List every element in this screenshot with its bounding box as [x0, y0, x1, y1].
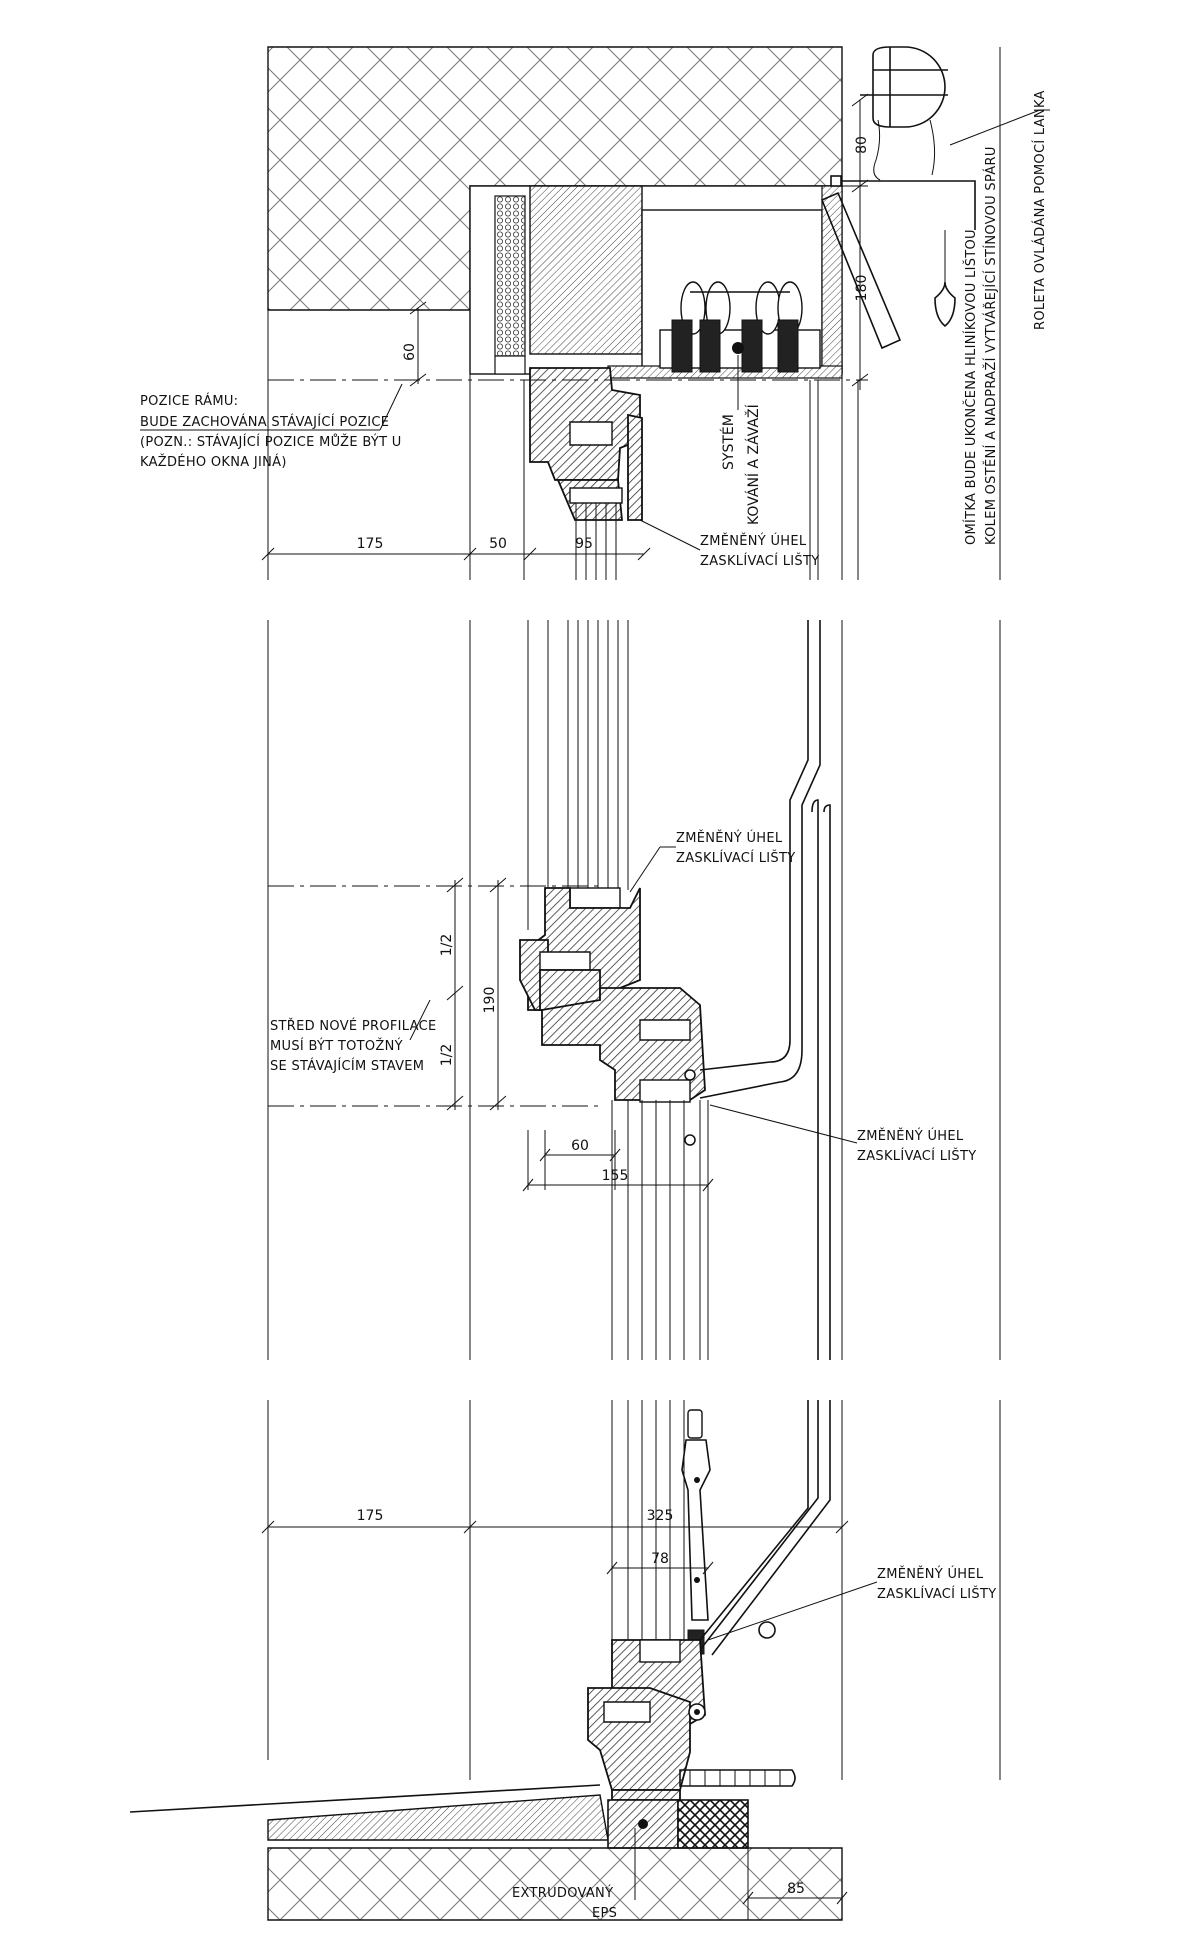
svg-text:325: 325	[647, 1508, 674, 1524]
svg-text:ZASKLÍVACÍ LIŠTY: ZASKLÍVACÍ LIŠTY	[877, 1586, 996, 1602]
glazing-note-middle-1: ZMĚNĚNÝ ÚHEL ZASKLÍVACÍ LIŠTY	[629, 830, 795, 893]
svg-text:ZASKLÍVACÍ LIŠTY: ZASKLÍVACÍ LIŠTY	[676, 850, 795, 866]
svg-text:POZICE RÁMU:: POZICE RÁMU:	[140, 393, 238, 409]
dim-50-label: 50	[489, 536, 507, 552]
svg-text:SE STÁVAJÍCÍM STAVEM: SE STÁVAJÍCÍM STAVEM	[270, 1058, 424, 1074]
svg-text:ZMĚNĚNÝ ÚHEL: ZMĚNĚNÝ ÚHEL	[857, 1128, 964, 1144]
svg-text:EPS: EPS	[592, 1906, 617, 1921]
svg-text:KOVÁNÍ A ZÁVAŽÍ: KOVÁNÍ A ZÁVAŽÍ	[744, 404, 762, 525]
dim-95-label: 95	[575, 536, 593, 552]
dim-80-180: 80 180	[851, 93, 870, 390]
sill-frame	[587, 1639, 706, 1801]
dim-60-top: 60	[402, 301, 427, 387]
system-label: SYSTÉM KOVÁNÍ A ZÁVAŽÍ	[720, 355, 762, 525]
pulley-system	[659, 281, 821, 373]
svg-text:OMÍTKA BUDE UKONČENA HLINÍKOVO: OMÍTKA BUDE UKONČENA HLINÍKOVOU LIŠTOU	[963, 229, 979, 545]
svg-text:190: 190	[482, 987, 498, 1014]
svg-text:85: 85	[787, 1881, 805, 1897]
roller-blind	[820, 46, 976, 350]
external-sill	[679, 1769, 796, 1787]
svg-text:STŘED NOVÉ PROFILACE: STŘED NOVÉ PROFILACE	[270, 1018, 436, 1034]
svg-text:EXTRUDOVANÝ: EXTRUDOVANÝ	[512, 1885, 613, 1901]
dim-half-190: 1/2 1/2 190	[439, 877, 507, 1111]
dims-bottom: 175 325 78 85	[261, 1508, 849, 1905]
frame-position-note: POZICE RÁMU: BUDE ZACHOVÁNA STÁVAJÍCÍ PO…	[140, 383, 403, 470]
plaster-note: OMÍTKA BUDE UKONČENA HLINÍKOVOU LIŠTOU K…	[963, 146, 999, 545]
sash-handle	[681, 1409, 776, 1655]
lower-sash	[541, 987, 709, 1360]
svg-text:ROLETA OVLÁDÁNA POMOCÍ LANKA: ROLETA OVLÁDÁNA POMOCÍ LANKA	[1032, 90, 1048, 330]
glass-top	[523, 380, 617, 580]
dim-60-155: 60 155	[522, 1130, 714, 1192]
svg-text:ZMĚNĚNÝ ÚHEL: ZMĚNĚNÝ ÚHEL	[676, 830, 783, 846]
dim-175-label: 175	[357, 536, 384, 552]
dim-180-label: 180	[854, 275, 870, 302]
insulation-strip	[494, 195, 526, 357]
svg-text:175: 175	[357, 1508, 384, 1524]
svg-text:KOLEM OSTĚNÍ A NADPRAŽÍ VYTVÁŘ: KOLEM OSTĚNÍ A NADPRAŽÍ VYTVÁŘEJÍCÍ STÍN…	[983, 146, 999, 545]
svg-text:ZMĚNĚNÝ ÚHEL: ZMĚNĚNÝ ÚHEL	[877, 1566, 984, 1582]
svg-text:ZASKLÍVACÍ LIŠTY: ZASKLÍVACÍ LIŠTY	[700, 553, 819, 569]
glass-bottom	[611, 1400, 685, 1640]
svg-text:78: 78	[651, 1551, 669, 1567]
glazing-note-top: ZMĚNĚNÝ ÚHEL ZASKLÍVACÍ LIŠTY	[639, 519, 819, 569]
dim-60-label: 60	[402, 343, 418, 361]
svg-text:BUDE ZACHOVÁNA STÁVAJÍCÍ POZIC: BUDE ZACHOVÁNA STÁVAJÍCÍ POZICE	[140, 414, 389, 430]
svg-text:1/2: 1/2	[439, 934, 455, 957]
dims-bottom-top: 175 50 95	[261, 536, 651, 561]
bottom-section: 175 325 78 85 ZMĚNĚNÝ ÚHEL ZASKLÍVACÍ LI…	[129, 1400, 1001, 1921]
svg-text:ZMĚNĚNÝ ÚHEL: ZMĚNĚNÝ ÚHEL	[700, 533, 807, 549]
sill-wall	[267, 1847, 843, 1921]
glazing-note-bottom: ZMĚNĚNÝ ÚHEL ZASKLÍVACÍ LIŠTY	[707, 1566, 996, 1641]
svg-text:KAŽDÉHO OKNA JINÁ): KAŽDÉHO OKNA JINÁ)	[140, 454, 287, 470]
svg-text:60: 60	[571, 1138, 589, 1154]
insulated-panel	[529, 185, 643, 355]
blind-cord-bottom	[699, 1400, 819, 1651]
upper-sash	[519, 620, 641, 1011]
blind-note: ROLETA OVLÁDÁNA POMOCÍ LANKA	[949, 90, 1050, 330]
middle-section: 1/2 1/2 190 STŘED NOVÉ PROFILACE MUSÍ BÝ…	[267, 620, 1001, 1360]
glazing-note-middle-2: ZMĚNĚNÝ ÚHEL ZASKLÍVACÍ LIŠTY	[709, 1104, 976, 1164]
dim-80-label: 80	[854, 136, 870, 154]
eps-label: EXTRUDOVANÝ EPS	[512, 1828, 636, 1921]
svg-text:(POZN.: STÁVAJÍCÍ POZICE MŮŽE: (POZN.: STÁVAJÍCÍ POZICE MŮŽE BÝT U	[140, 434, 402, 450]
center-note: STŘED NOVÉ PROFILACE MUSÍ BÝT TOTOŽNÝ SE…	[270, 999, 436, 1074]
svg-text:SYSTÉM: SYSTÉM	[720, 414, 737, 470]
top-section: 60 80 180 175 50 95 POZICE RÁMU: BUDE ZA…	[140, 46, 1050, 580]
svg-text:MUSÍ BÝT TOTOŽNÝ: MUSÍ BÝT TOTOŽNÝ	[270, 1038, 403, 1054]
svg-text:1/2: 1/2	[439, 1044, 455, 1067]
svg-text:ZASKLÍVACÍ LIŠTY: ZASKLÍVACÍ LIŠTY	[857, 1148, 976, 1164]
insulation-block	[677, 1799, 749, 1849]
blind-cord-middle	[699, 620, 831, 1360]
